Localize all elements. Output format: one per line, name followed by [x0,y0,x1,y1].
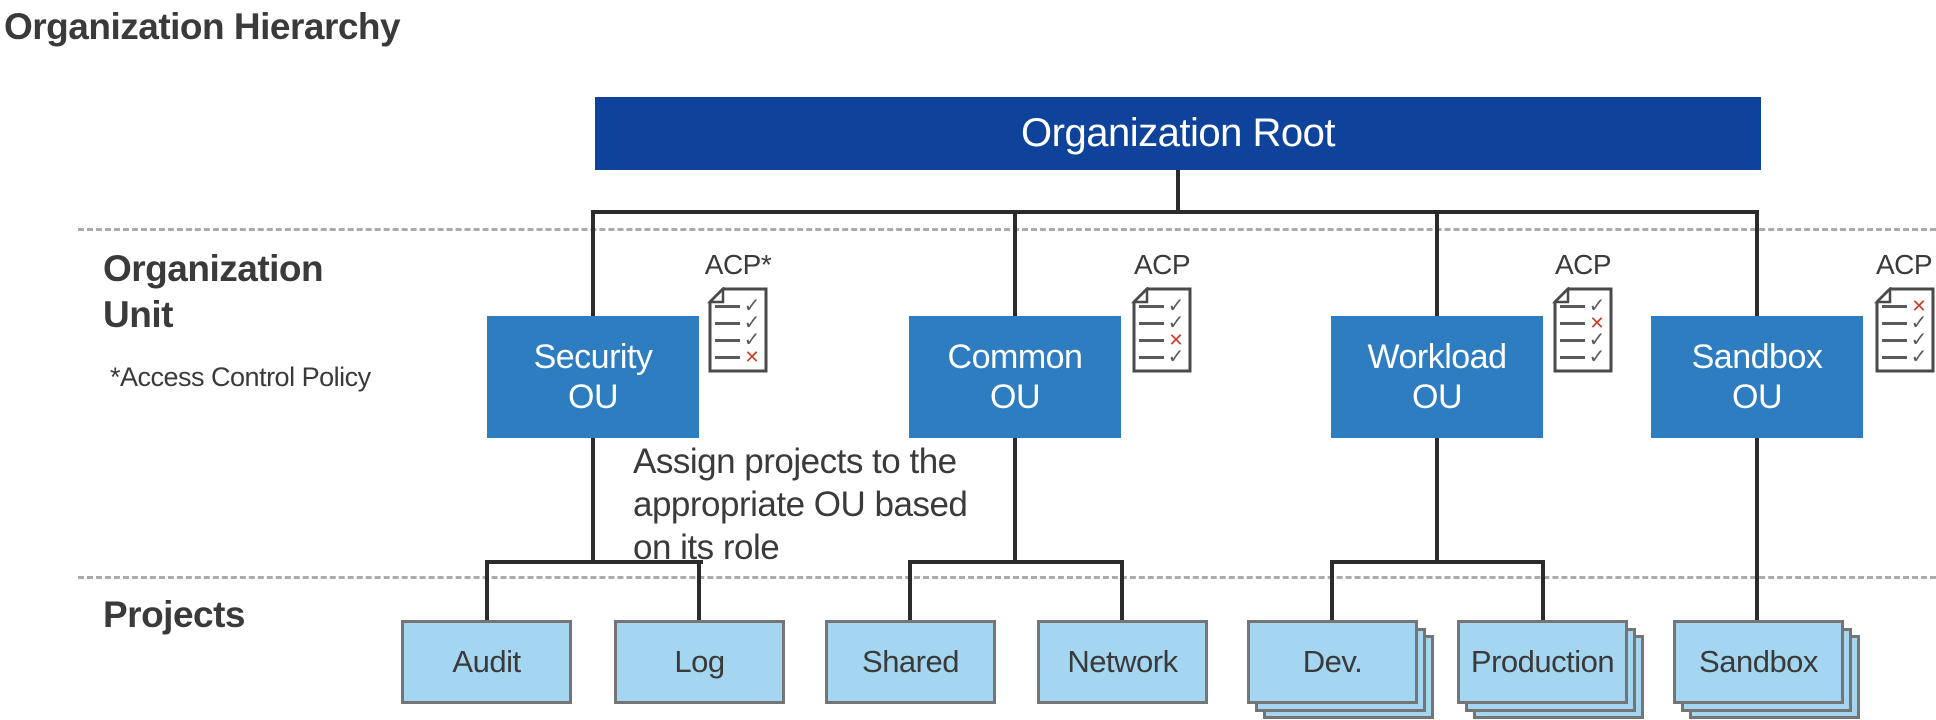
policy-line [715,304,740,308]
policy-mark-icon: ✕ [744,347,760,367]
policy-mark-icon: ✕ [1589,313,1605,333]
policy-mark-icon: ✓ [1910,346,1928,368]
policy-line [715,321,740,325]
connector-drop-shared [908,560,912,622]
project-box-production: Production [1457,620,1628,704]
policy-line [1560,338,1585,342]
document-outline-icon [707,287,768,373]
connector-workload-bus [1330,560,1545,564]
connector-sandbox-stem [1755,436,1759,622]
policy-mark-icon: ✓ [743,329,761,351]
projects-section-separator [78,576,1936,579]
policy-mark-icon: ✓ [1910,329,1928,351]
acp-document-icon-sandbox: ✕ ✓ ✓ ✓ [1874,287,1936,373]
policy-line [1882,338,1907,342]
organization-root-box: Organization Root [595,97,1761,170]
project-label: Dev. [1302,644,1363,679]
project-label: Log [674,644,725,679]
document-outline-icon [1552,287,1613,373]
ou-label-line1: Common [947,338,1083,376]
assign-projects-annotation: Assign projects to the appropriate OU ba… [633,442,968,567]
access-control-policy-note: *Access Control Policy [110,362,371,392]
policy-mark-icon: ✓ [1167,295,1185,317]
acp-document-icon-common: ✓ ✓ ✕ ✓ [1131,287,1193,373]
connector-ou-bus [591,210,1759,214]
connector-workload-stem [1435,436,1439,564]
acp-label-sandbox: ACP [1875,249,1933,280]
connector-security-stem [591,436,595,564]
policy-mark-icon: ✓ [1588,329,1606,351]
projects-section-label: Projects [103,594,246,635]
project-label: Production [1470,644,1615,679]
connector-root-stem [1176,170,1180,212]
policy-line [1560,355,1585,359]
acp-label-security: ACP* [704,249,772,280]
page-title: Organization Hierarchy [4,6,401,47]
connector-drop-dev [1330,560,1334,622]
policy-mark-icon: ✓ [1167,346,1185,368]
connector-drop-production [1541,560,1545,622]
ou-section-separator [78,228,1936,231]
ou-label-line1: Security [533,338,653,376]
policy-mark-icon: ✓ [1588,295,1606,317]
connector-drop-common [1013,210,1017,318]
project-box-dev: Dev. [1247,620,1418,704]
policy-mark-icon: ✓ [1910,312,1928,334]
document-outline-icon [1874,287,1935,373]
ou-label-line1: Sandbox [1691,338,1823,376]
project-box-sandbox: Sandbox [1673,620,1844,704]
ou-label-line2: OU [990,378,1041,416]
acp-label-common: ACP [1133,249,1191,280]
policy-line [1560,304,1585,308]
ou-box-sandbox: Sandbox OU [1651,316,1863,438]
policy-line [1139,338,1164,342]
project-box-log: Log [614,620,785,704]
policy-line [1139,304,1164,308]
policy-line [1882,321,1907,325]
connector-common-stem [1013,436,1017,564]
connector-drop-network [1120,560,1124,622]
project-box-shared: Shared [825,620,996,704]
organization-root-label: Organization Root [1021,111,1335,155]
connector-drop-audit [485,560,489,622]
policy-mark-icon: ✓ [1167,312,1185,334]
connector-drop-security [591,210,595,318]
ou-label-line2: OU [1732,378,1783,416]
ou-label-line2: OU [1412,378,1463,416]
connector-security-bus [485,560,703,564]
ou-label-line2: OU [568,378,619,416]
project-box-audit: Audit [401,620,572,704]
policy-mark-icon: ✓ [743,312,761,334]
policy-line [1139,321,1164,325]
organization-unit-section-label: Organization Unit [103,248,324,335]
policy-mark-icon: ✓ [743,295,761,317]
ou-box-common: Common OU [909,316,1121,438]
ou-box-workload: Workload OU [1331,316,1543,438]
connector-drop-sandbox [1755,210,1759,318]
acp-document-icon-workload: ✓ ✕ ✓ ✓ [1552,287,1614,373]
policy-mark-icon: ✕ [1168,330,1184,350]
ou-box-security: Security OU [487,316,699,438]
policy-line [1139,355,1164,359]
policy-line [1882,304,1907,308]
project-label: Network [1067,644,1178,679]
policy-mark-icon: ✕ [1911,296,1927,316]
connector-common-bus [908,560,1124,564]
ou-label-line1: Workload [1367,338,1508,376]
policy-line [715,338,740,342]
policy-line [1560,321,1585,325]
project-label: Shared [862,644,959,679]
connector-drop-log [697,560,701,622]
policy-mark-icon: ✓ [1588,346,1606,368]
project-label: Sandbox [1699,644,1818,679]
acp-label-workload: ACP [1554,249,1612,280]
document-outline-icon [1131,287,1192,373]
project-label: Audit [452,644,521,679]
project-box-network: Network [1037,620,1208,704]
connector-drop-workload [1435,210,1439,318]
policy-line [715,355,740,359]
acp-document-icon-security: ✓ ✓ ✓ ✕ [707,287,769,373]
policy-line [1882,355,1907,359]
